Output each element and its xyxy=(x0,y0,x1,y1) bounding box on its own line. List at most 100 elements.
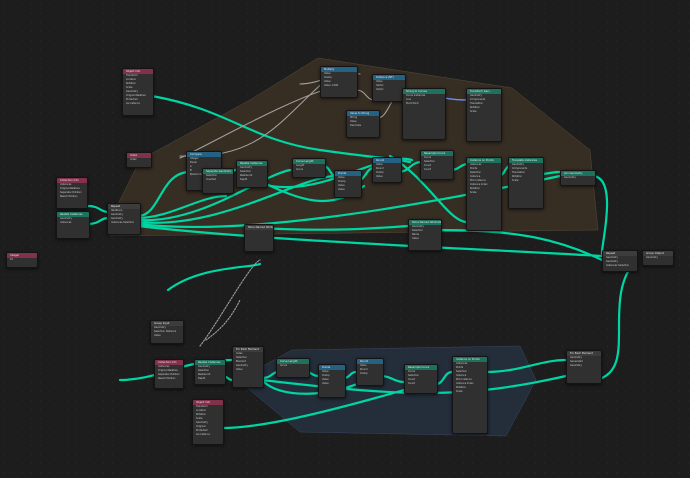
curve-length-node-b[interactable]: Curve Length Curve xyxy=(276,358,310,378)
frame-node-label[interactable]: Store Named Attribute xyxy=(244,224,274,252)
node-title: Collection Info xyxy=(155,360,183,365)
socket-label: Selection xyxy=(408,374,420,377)
value-to-string-node[interactable]: Value to String String Value Decimals xyxy=(346,110,380,138)
curve-length-node[interactable]: Curve Length Length Curve xyxy=(292,158,326,178)
socket-label: Rotation xyxy=(196,413,206,416)
socket-label: Integer xyxy=(190,157,199,160)
node-title: Object Info xyxy=(193,400,223,405)
socket-label: Geometry xyxy=(236,364,248,367)
socket-label: Translation xyxy=(512,171,526,174)
socket-label: Transform xyxy=(196,405,208,408)
socket-label: Geometry xyxy=(646,256,658,259)
node-title: Instance on Points xyxy=(467,158,501,163)
link xyxy=(136,168,292,222)
realize-instances-node-b[interactable]: Realize Instances Geometry Selection Rea… xyxy=(194,359,226,385)
socket-label: Value xyxy=(154,334,161,337)
for-each-element-input-node[interactable]: For Each Element Index Selection Element… xyxy=(232,346,264,388)
socket-label: Line xyxy=(406,98,411,101)
socket-label: String xyxy=(350,116,358,119)
socket-label: Length xyxy=(296,164,305,167)
socket-label: Geometry xyxy=(606,260,618,263)
distance-node[interactable]: Distance (NF) Value Vector Vector xyxy=(372,74,406,102)
socket-label: Value xyxy=(350,120,357,123)
socket-label: Scale xyxy=(470,191,477,194)
repeat-output-node[interactable]: Repeat Geometry Geometry Instances Selec… xyxy=(602,250,638,272)
translate-instances-node[interactable]: Translate Instances Geometry Components … xyxy=(508,157,544,209)
socket-label: Points xyxy=(470,167,478,170)
socket-label: Index xyxy=(236,352,243,355)
node-title: Realize Instances xyxy=(57,212,89,217)
socket-label: As Instance xyxy=(126,102,140,105)
collection-info-node[interactable]: Collection Info Instances Original Relat… xyxy=(56,177,88,209)
node-title: Resample Curve xyxy=(405,365,437,370)
repeat-input-node[interactable]: Repeat Iterations Geometry Geometry Inst… xyxy=(107,203,141,235)
socket-label: Geometry xyxy=(154,326,166,329)
socket-label: Value xyxy=(412,237,419,240)
socket-label: Components xyxy=(512,167,528,170)
string-to-curves-node[interactable]: String to Curves Curve Instances Line Pi… xyxy=(402,88,446,140)
node-title: Integer xyxy=(7,253,37,258)
socket-label: B xyxy=(190,169,192,172)
join-geometry-node[interactable]: Join Geometry Geometry xyxy=(560,170,596,186)
socket-label: Original Relative xyxy=(126,94,146,97)
socket-label: Rotation xyxy=(126,82,136,85)
instance-on-points-node-b[interactable]: Instance on Points Instances Points Sele… xyxy=(452,356,488,434)
socket-label: Instance Index xyxy=(456,382,474,385)
socket-label: Index xyxy=(130,158,137,161)
socket-label: Geometry xyxy=(60,217,72,220)
index-node[interactable]: Index Index xyxy=(126,152,152,168)
collection-info-node-b[interactable]: Collection Info Instances Original Relat… xyxy=(154,359,184,389)
object-info-node-bottom[interactable]: Object Info Transform Location Rotation … xyxy=(192,399,224,445)
transform-geometry-node[interactable]: Transform Geo... Geometry Components Tra… xyxy=(466,88,502,142)
socket-label: Pick Instance xyxy=(456,378,472,381)
socket-label: As Instance xyxy=(196,433,210,436)
node-title: Transform Geo... xyxy=(467,89,501,94)
link xyxy=(136,194,228,220)
socket-label: Value xyxy=(376,163,383,166)
socket-label: Geometry xyxy=(564,176,576,179)
link xyxy=(434,370,454,386)
socket-label: A xyxy=(190,165,192,168)
socket-label: Selection xyxy=(206,174,218,177)
node-title: Realize Instances xyxy=(237,161,267,166)
socket-label: Geometry xyxy=(570,364,582,367)
socket-label: Equal xyxy=(190,161,197,164)
realize-instances-node[interactable]: Realize Instances Geometry Selection Rea… xyxy=(236,160,268,188)
instance-on-points-node[interactable]: Instance on Points Instances Points Sele… xyxy=(466,157,502,231)
socket-label: Reset Children xyxy=(60,195,78,198)
socket-label: Value xyxy=(324,80,331,83)
realize-instances-node-top[interactable]: Realize Instances Geometry Instances xyxy=(56,211,90,239)
for-each-element-output-node[interactable]: For Each Element Geometry Generated Geom… xyxy=(566,350,602,384)
socket-label: Geometry xyxy=(470,94,482,97)
socket-label: Value xyxy=(376,175,383,178)
divide-node[interactable]: Divide Value Clamp Value Value xyxy=(334,170,362,198)
group-output-node[interactable]: Group Output Geometry xyxy=(642,250,674,266)
round-node[interactable]: Round Value Round Clamp Value xyxy=(372,157,402,183)
resample-curve-node-b[interactable]: Resample Curve Curve Selection Count Cou… xyxy=(404,364,438,394)
socket-label: Original Relative xyxy=(158,369,178,372)
socket-label: Geometry xyxy=(512,163,524,166)
socket-label: Rotation xyxy=(512,175,522,178)
link xyxy=(484,358,568,374)
socket-label: Separate Children xyxy=(158,373,180,376)
node-title: Divide xyxy=(335,171,361,176)
socket-label: Instance xyxy=(456,374,467,377)
integer-node[interactable]: Integer 10 xyxy=(6,252,38,268)
group-input-node[interactable]: Group Input Geometry Selection Distance … xyxy=(150,320,184,344)
separate-geometry-node[interactable]: Separate Geometry Selection Inverted xyxy=(202,168,234,194)
multiply-node[interactable]: Multiply Value Clamp Value Value 1.000 xyxy=(320,66,358,98)
node-title: Compare xyxy=(187,152,221,157)
store-named-attribute-node[interactable]: Store Named Attribute Geometry Selection… xyxy=(408,219,442,251)
socket-label: Round xyxy=(360,368,368,371)
node-title: Index xyxy=(127,153,151,158)
socket-label: Value xyxy=(322,370,329,373)
socket-label: Vector xyxy=(376,88,384,91)
resample-curve-node[interactable]: Resample Curve Curve Selection Count Cou… xyxy=(420,150,454,180)
divide-node-b[interactable]: Divide Value Clamp Value Value xyxy=(318,364,346,398)
round-node-b[interactable]: Round Value Round Clamp xyxy=(356,358,384,386)
object-info-node-top[interactable]: Object Info Transform Location Rotation … xyxy=(122,68,154,116)
socket-label: Value xyxy=(236,368,243,371)
link xyxy=(260,378,364,395)
